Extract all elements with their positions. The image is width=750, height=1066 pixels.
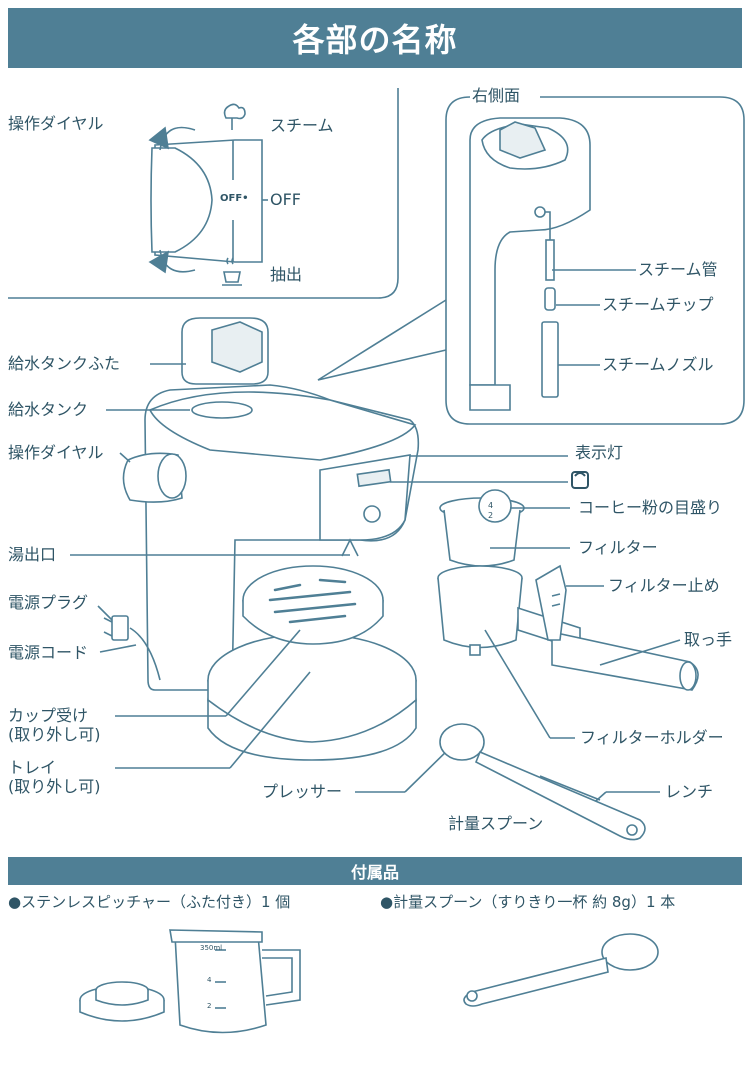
label-coffee-marks: コーヒー粉の目盛り [578, 498, 723, 517]
dial-label-brew: 抽出 [270, 265, 303, 284]
filter-parts-icon [437, 489, 699, 691]
dial-detail-heading: 操作ダイヤル [8, 114, 104, 133]
dial-detail-icon [148, 103, 268, 286]
lock-icon [571, 471, 589, 489]
page-title: 各部の名称 [292, 21, 458, 59]
right-side-heading: 右側面 [472, 86, 521, 105]
measuring-spoon-icon [439, 723, 646, 841]
accessory-spoon: ●計量スプーン（すりきり一杯 約 8g）1 本 [380, 893, 676, 911]
dial-off-marker: OFF• [220, 193, 249, 204]
right-side-machine-icon [469, 117, 591, 411]
label-filter-stopper: フィルター止め [608, 576, 720, 595]
label-filter: フィルター [578, 538, 658, 557]
dial-label-steam: スチーム [270, 116, 334, 135]
label-filter-holder: フィルターホルダー [580, 728, 724, 747]
label-wrench: レンチ [665, 782, 714, 801]
pitcher-mark-2: 2 [207, 1002, 212, 1010]
callout-pointer [317, 299, 447, 381]
label-plug: 電源プラグ [8, 593, 89, 612]
label-steam-pipe: スチーム管 [638, 260, 718, 279]
dial-label-off: OFF [270, 190, 301, 209]
label-measuring-spoon: 計量スプーン [448, 814, 544, 833]
label-tank: 給水タンク [8, 400, 89, 419]
right-side-panel-border [445, 96, 745, 425]
accessory-spoon-icon [463, 933, 659, 1007]
label-steam-tip: スチームチップ [602, 295, 714, 314]
pitcher-mark-4: 4 [207, 976, 212, 984]
filter-mark-4: 4 [488, 501, 494, 510]
filter-mark-2: 2 [488, 511, 494, 520]
dial-panel-border [8, 88, 399, 299]
label-tank-lid: 給水タンクふた [8, 354, 121, 373]
label-presser: プレッサー [262, 782, 343, 801]
label-steam-nozzle: スチームノズル [602, 355, 714, 374]
main-leaders [70, 363, 568, 769]
label-outlet: 湯出口 [8, 545, 57, 564]
accessory-pitcher: ●ステンレスピッチャー（ふた付き）1 個 [8, 893, 291, 911]
pitcher-mark-350: 350ml [200, 944, 223, 952]
accessories-heading: 付属品 [350, 863, 399, 882]
label-cup-tray: カップ受け (取り外し可) [8, 706, 101, 745]
label-cord: 電源コード [8, 643, 89, 662]
accessories-banner: 付属品 [8, 857, 742, 885]
label-tray: トレイ (取り外し可) [8, 758, 101, 797]
label-indicator: 表示灯 [575, 443, 624, 462]
label-handle: 取っ手 [684, 630, 733, 649]
title-banner: 各部の名称 [8, 8, 742, 68]
pitcher-icon [79, 929, 301, 1034]
label-dial: 操作ダイヤル [8, 443, 104, 462]
espresso-machine-icon [103, 317, 420, 761]
